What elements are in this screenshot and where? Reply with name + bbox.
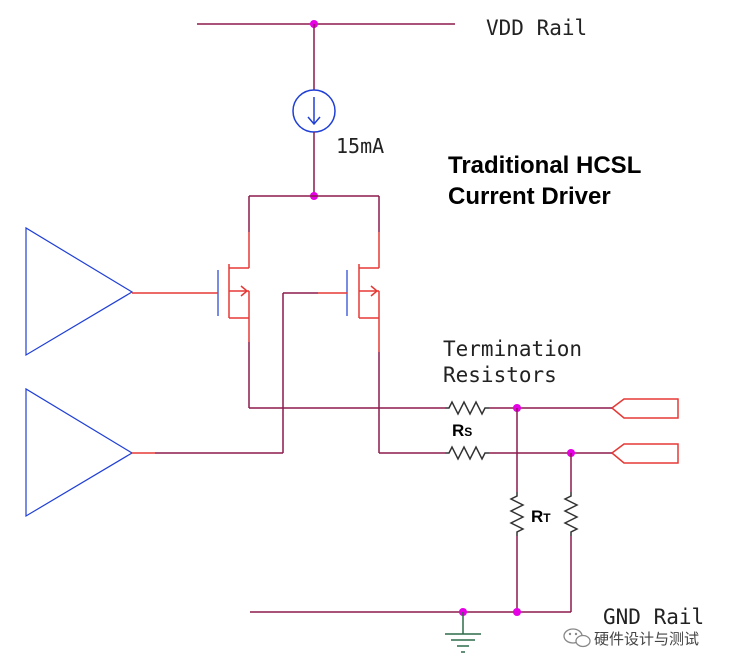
termination-resistor-right [563,453,579,612]
current-source [292,24,336,200]
vdd-rail-label: VDD Rail [486,16,587,40]
input-buffer-bottom [25,292,318,518]
watermark-text: 硬件设计与测试 [594,630,699,648]
output-path-bottom [379,443,679,464]
title-line-1: Traditional HCSL [448,152,641,179]
title-line-2: Current Driver [448,183,611,210]
right-transistor [318,196,380,453]
gnd-rail-label: GND Rail [603,605,704,629]
termination-resistor-left [509,408,525,612]
vdd-rail [197,20,455,28]
watermark: 硬件设计与测试 [563,628,699,648]
input-buffer-top [25,226,185,357]
gnd-rail [250,608,571,616]
left-transistor [185,196,250,408]
termination-label-line-2: Resistors [443,363,557,387]
termination-label-line-1: Termination [443,337,582,361]
output-path-top [249,398,679,419]
ground-icon [445,612,481,653]
current-label: 15mA [336,134,384,158]
wechat-icon [563,628,591,648]
rs-label: RS [452,421,472,440]
rt-label: RT [531,507,551,526]
